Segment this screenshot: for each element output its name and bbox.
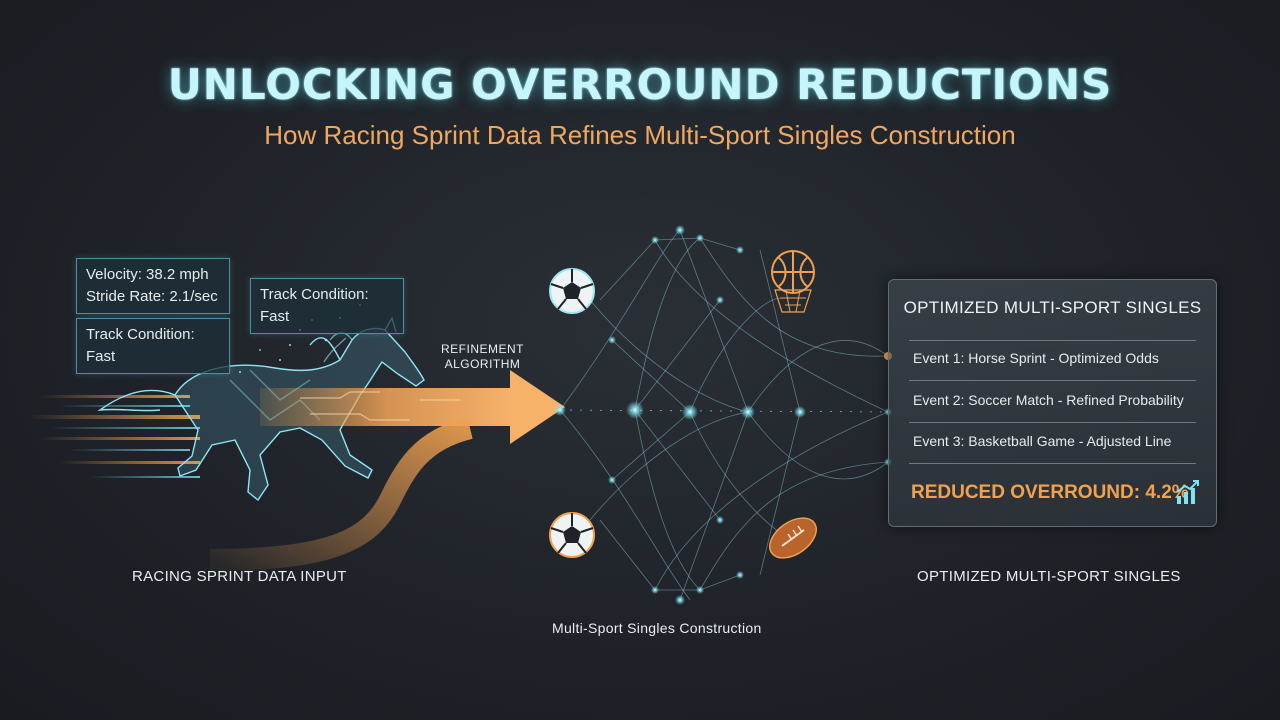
event-item: Event 1: Horse Sprint - Optimized Odds (913, 350, 1159, 366)
stat-stride-rate: Stride Rate: 2.1/sec (86, 288, 218, 305)
stat-box-track-condition: Track Condition: Fast (250, 278, 404, 334)
speed-streaks (30, 395, 200, 478)
page-title: UNLOCKING OVERROUND REDUCTIONS (167, 60, 1113, 109)
divider (909, 380, 1196, 381)
event-item: Event 2: Soccer Match - Refined Probabil… (913, 392, 1184, 408)
algorithm-label: REFINEMENT ALGORITHM (430, 342, 535, 372)
caption-output: OPTIMIZED MULTI-SPORT SINGLES (917, 568, 1181, 585)
divider (909, 422, 1196, 423)
event-item: Event 3: Basketball Game - Adjusted Line (913, 433, 1172, 449)
stat-box-velocity-stride: Velocity: 38.2 mph Stride Rate: 2.1/sec (76, 258, 230, 314)
stat-velocity: Velocity: 38.2 mph (86, 266, 209, 283)
stat-track-condition: Track Condition: Fast (86, 326, 195, 365)
stat-box-track-condition: Track Condition: Fast (76, 318, 230, 374)
caption-input: RACING SPRINT DATA INPUT (132, 568, 347, 585)
caption-construction: Multi-Sport Singles Construction (552, 620, 762, 636)
soccer-ball-icon (549, 268, 595, 314)
algorithm-label-line1: REFINEMENT (441, 342, 524, 356)
divider (909, 340, 1196, 341)
basketball-icon (771, 250, 815, 313)
network-lines (559, 229, 889, 601)
algorithm-label-line2: ALGORITHM (444, 357, 521, 371)
optimized-singles-panel: OPTIMIZED MULTI-SPORT SINGLES Event 1: H… (888, 279, 1217, 527)
soccer-ball-icon (549, 512, 595, 558)
panel-title: OPTIMIZED MULTI-SPORT SINGLES (903, 298, 1202, 317)
stat-track-condition: Track Condition: Fast (260, 286, 369, 325)
reduced-overround-result: REDUCED OVERROUND: 4.2% (911, 482, 1189, 503)
american-football-icon (769, 517, 817, 559)
trend-up-icon (1176, 480, 1199, 504)
page-subtitle: How Racing Sprint Data Refines Multi-Spo… (264, 120, 1016, 150)
network-nodes (554, 225, 892, 605)
refinement-arrow (209, 370, 565, 571)
divider (909, 463, 1196, 464)
